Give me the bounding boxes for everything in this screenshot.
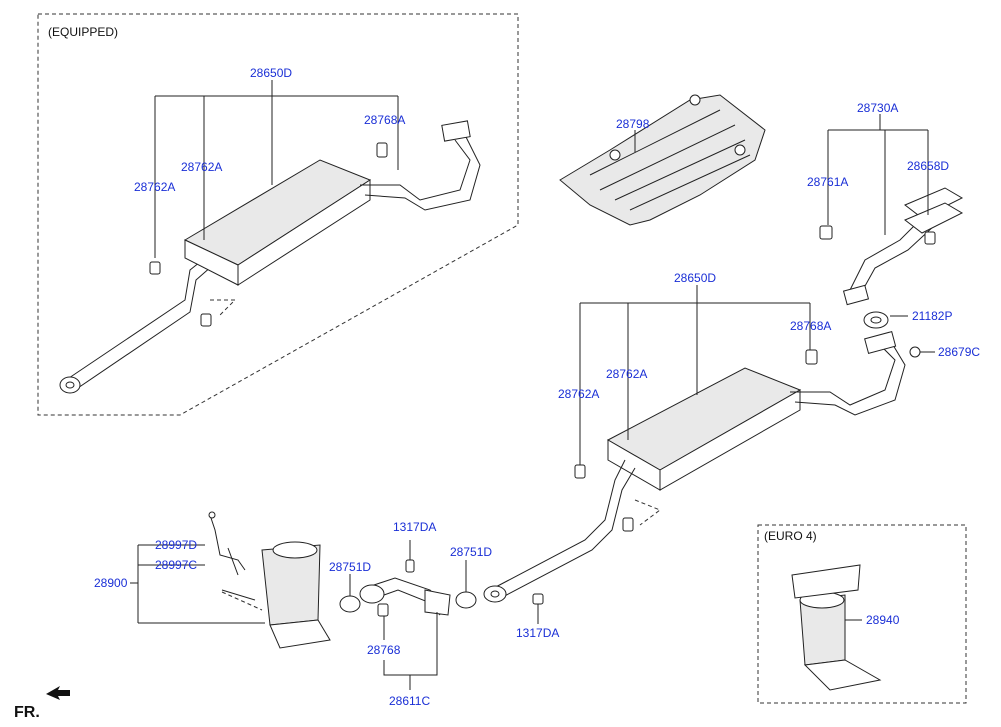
front-direction-label: FR.	[14, 704, 40, 721]
label-1317DA-bottom[interactable]: 1317DA	[516, 626, 559, 640]
muffler-assembly-top	[59, 120, 481, 394]
catalytic-converter-28940	[791, 564, 882, 691]
leader-28900	[130, 544, 265, 624]
label-28751D-left[interactable]: 28751D	[329, 560, 371, 574]
muffler-assembly-middle	[483, 331, 906, 603]
equipped-group-title: (EQUIPPED)	[48, 25, 118, 39]
label-28940[interactable]: 28940	[866, 613, 900, 627]
euro4-group-frame	[757, 524, 967, 704]
front-pipe-28611C	[359, 559, 451, 617]
gasket-28751D-right	[455, 591, 477, 609]
leader-28730A	[827, 114, 929, 235]
label-28997D[interactable]: 28997D	[155, 538, 197, 552]
label-1317DA-top[interactable]: 1317DA	[393, 520, 436, 534]
label-28658D[interactable]: 28658D	[907, 159, 949, 173]
leader-28611C	[383, 612, 438, 690]
euro4-group-title: (EURO 4)	[764, 529, 817, 543]
label-21182P[interactable]: 21182P	[912, 309, 952, 323]
label-28762A-top-right[interactable]: 28762A	[181, 160, 222, 174]
catalytic-converter-28900	[208, 511, 331, 649]
label-28997C[interactable]: 28997C	[155, 558, 197, 572]
label-28611C[interactable]: 28611C	[389, 694, 430, 708]
leader-28650D-top	[154, 80, 399, 258]
label-28768A-top[interactable]: 28768A	[364, 113, 405, 127]
tailpipe-assembly-28730A	[819, 187, 964, 306]
label-28761A[interactable]: 28761A	[807, 175, 848, 189]
label-28762A-mid-left[interactable]: 28762A	[558, 387, 599, 401]
leader-28650D-mid	[579, 285, 811, 465]
label-28798[interactable]: 28798	[616, 117, 650, 131]
label-28900[interactable]: 28900	[94, 576, 128, 590]
label-28730A[interactable]: 28730A	[857, 101, 898, 115]
label-28768A-mid[interactable]: 28768A	[790, 319, 831, 333]
label-28679C[interactable]: 28679C	[938, 345, 980, 359]
heat-shield-28798	[559, 94, 766, 226]
label-28762A-top-left[interactable]: 28762A	[134, 180, 175, 194]
label-28650D-top[interactable]: 28650D	[250, 66, 292, 80]
equipped-group-frame	[37, 13, 519, 416]
label-28768[interactable]: 28768	[367, 643, 401, 657]
nut-1317DA-bottom	[532, 593, 544, 605]
nut-28679C	[909, 346, 921, 358]
gasket-28751D-left	[339, 595, 361, 613]
front-arrow-icon	[46, 686, 70, 700]
label-28751D-right[interactable]: 28751D	[450, 545, 492, 559]
label-28762A-mid-right[interactable]: 28762A	[606, 367, 647, 381]
label-28650D-mid[interactable]: 28650D	[674, 271, 716, 285]
